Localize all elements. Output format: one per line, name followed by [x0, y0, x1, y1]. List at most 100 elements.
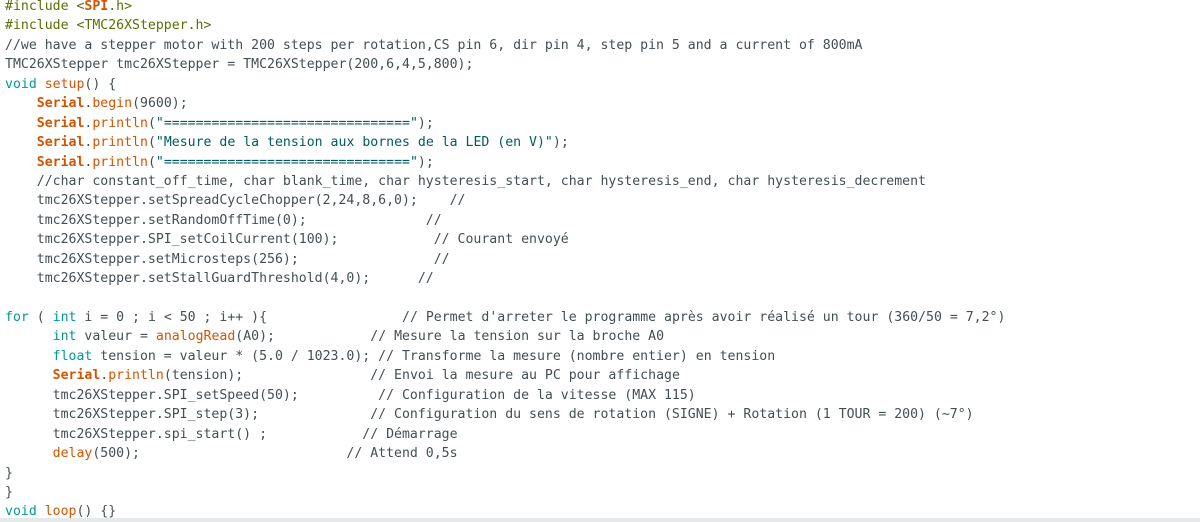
- code-token: [37, 504, 45, 518]
- code-token: tmc26XStepper.setMicrosteps(256); //: [5, 251, 450, 267]
- code-line[interactable]: Serial.println("========================…: [5, 114, 1005, 133]
- code-token: analogRead: [155, 329, 236, 345]
- code-token: int: [52, 329, 77, 345]
- code-line[interactable]: ​: [5, 289, 1005, 308]
- code-token: (: [28, 310, 53, 325]
- code-token: (tension); // Envoi la mesure au PC pour…: [163, 368, 680, 384]
- code-line[interactable]: tmc26XStepper.spi_start() ; // Démarrage: [5, 425, 1005, 444]
- code-line[interactable]: Serial.println("Mesure de la tension aux…: [5, 133, 1005, 152]
- code-token: .: [84, 154, 93, 170]
- code-token: .h>: [108, 0, 133, 14]
- code-token: [5, 155, 37, 170]
- code-token: [5, 446, 53, 461]
- code-line[interactable]: Serial.println("========================…: [5, 153, 1005, 172]
- code-line[interactable]: void loop() {}: [5, 502, 1005, 518]
- code-token: );: [552, 135, 569, 151]
- code-token: //we have a stepper motor with 200 steps…: [5, 37, 863, 53]
- code-token: tmc26XStepper.setRandomOffTime(0); //: [5, 212, 442, 228]
- code-line[interactable]: tmc26XStepper.setRandomOffTime(0); //: [5, 211, 1005, 230]
- code-line[interactable]: tmc26XStepper.SPI_setSpeed(50); // Confi…: [5, 386, 1005, 405]
- code-token: tmc26XStepper.setStallGuardThreshold(4,0…: [5, 271, 434, 287]
- code-line[interactable]: }: [5, 464, 1005, 483]
- code-line[interactable]: Serial.println(tension); // Envoi la mes…: [5, 366, 1005, 385]
- code-token: tmc26XStepper.spi_start() ; // Démarrage: [5, 426, 458, 442]
- code-line[interactable]: //we have a stepper motor with 200 steps…: [5, 36, 1005, 55]
- code-token: Serial: [52, 368, 101, 384]
- code-line[interactable]: Serial.begin(9600);: [5, 94, 1005, 113]
- code-token: .: [84, 115, 93, 131]
- code-text-area[interactable]: #include <SPI.h> #include <TMC26XStepper.…: [5, 0, 1005, 518]
- code-token: valeur =: [76, 329, 156, 345]
- code-token: .: [84, 135, 93, 151]
- code-token: loop: [44, 504, 77, 518]
- code-token: tmc26XStepper.SPI_setSpeed(50); // Confi…: [5, 387, 696, 403]
- code-token: tmc26XStepper.setSpreadCycleChopper(2,24…: [5, 193, 466, 209]
- code-token: void: [5, 504, 37, 518]
- code-token: int: [52, 310, 77, 325]
- code-token: .: [84, 96, 93, 112]
- code-token: TMC26XStepper tmc26XStepper = TMC26XStep…: [5, 57, 474, 73]
- code-token: float: [52, 348, 93, 364]
- code-token: );: [417, 154, 434, 170]
- code-line[interactable]: float tension = valeur * (5.0 / 1023.0);…: [5, 347, 1005, 366]
- code-token: tmc26XStepper.SPI_step(3); // Configurat…: [5, 407, 974, 423]
- code-token: println: [92, 115, 148, 131]
- code-line[interactable]: TMC26XStepper tmc26XStepper = TMC26XStep…: [5, 55, 1005, 74]
- code-token: for: [5, 310, 29, 325]
- code-token: i = 0 ; i < 50 ; i++ ){ // Permet d'arre…: [76, 310, 1006, 325]
- code-token: Serial: [36, 115, 85, 131]
- code-line[interactable]: tmc26XStepper.setSpreadCycleChopper(2,24…: [5, 191, 1005, 210]
- code-token: (500); // Attend 0,5s: [92, 446, 458, 462]
- code-line[interactable]: for ( int i = 0 ; i < 50 ; i++ ){ // Per…: [5, 308, 1005, 327]
- code-token: //char constant_off_time, char blank_tim…: [5, 173, 926, 189]
- code-token: println: [92, 135, 148, 151]
- code-token: );: [417, 115, 434, 131]
- code-token: begin: [92, 96, 133, 112]
- code-token: (: [147, 115, 156, 131]
- code-token: Serial: [36, 96, 85, 112]
- code-token: }: [5, 465, 13, 481]
- code-token: SPI: [84, 0, 109, 14]
- code-line[interactable]: tmc26XStepper.SPI_setCoilCurrent(100); /…: [5, 230, 1005, 249]
- code-token: (9600);: [132, 96, 188, 112]
- code-line[interactable]: delay(500); // Attend 0,5s: [5, 444, 1005, 463]
- code-token: (: [147, 154, 156, 170]
- code-token: () {}: [76, 504, 117, 518]
- code-token: "===============================": [155, 115, 418, 131]
- code-token: .: [100, 368, 109, 384]
- code-line[interactable]: //char constant_off_time, char blank_tim…: [5, 172, 1005, 191]
- code-line[interactable]: tmc26XStepper.setMicrosteps(256); //: [5, 250, 1005, 269]
- code-token: println: [108, 368, 164, 384]
- code-line[interactable]: tmc26XStepper.SPI_step(3); // Configurat…: [5, 405, 1005, 424]
- code-token: [5, 368, 53, 383]
- code-token: tmc26XStepper.SPI_setCoilCurrent(100); /…: [5, 232, 569, 248]
- code-token: tension = valeur * (5.0 / 1023.0); // Tr…: [92, 348, 776, 364]
- code-token: #include <TMC26XStepper.h>: [5, 18, 212, 34]
- code-token: [5, 96, 37, 111]
- code-token: () {: [84, 76, 117, 92]
- code-line[interactable]: #include <TMC26XStepper.h>: [5, 16, 1005, 35]
- code-token: "===============================": [155, 154, 418, 170]
- code-token: }: [5, 484, 13, 500]
- code-line[interactable]: }: [5, 483, 1005, 502]
- code-token: (: [147, 135, 156, 151]
- code-token: [5, 135, 37, 150]
- code-token: [5, 349, 53, 364]
- code-token: [37, 77, 45, 92]
- code-token: "Mesure de la tension aux bornes de la L…: [155, 135, 553, 151]
- code-line[interactable]: void setup() {: [5, 75, 1005, 94]
- code-token: Serial: [36, 154, 85, 170]
- editor-bottom-border: [0, 518, 1200, 522]
- code-token: [5, 116, 37, 131]
- code-token: setup: [44, 76, 85, 92]
- code-token: void: [5, 76, 37, 92]
- code-line[interactable]: #include <SPI.h>: [5, 0, 1005, 16]
- code-token: #include <: [5, 0, 85, 14]
- code-token: delay: [52, 446, 93, 462]
- code-token: Serial: [36, 135, 85, 151]
- code-line[interactable]: tmc26XStepper.setStallGuardThreshold(4,0…: [5, 269, 1005, 288]
- code-token: println: [92, 154, 148, 170]
- code-line[interactable]: int valeur = analogRead(A0); // Mesure l…: [5, 327, 1005, 346]
- code-token: (A0); // Mesure la tension sur la broche…: [235, 329, 665, 345]
